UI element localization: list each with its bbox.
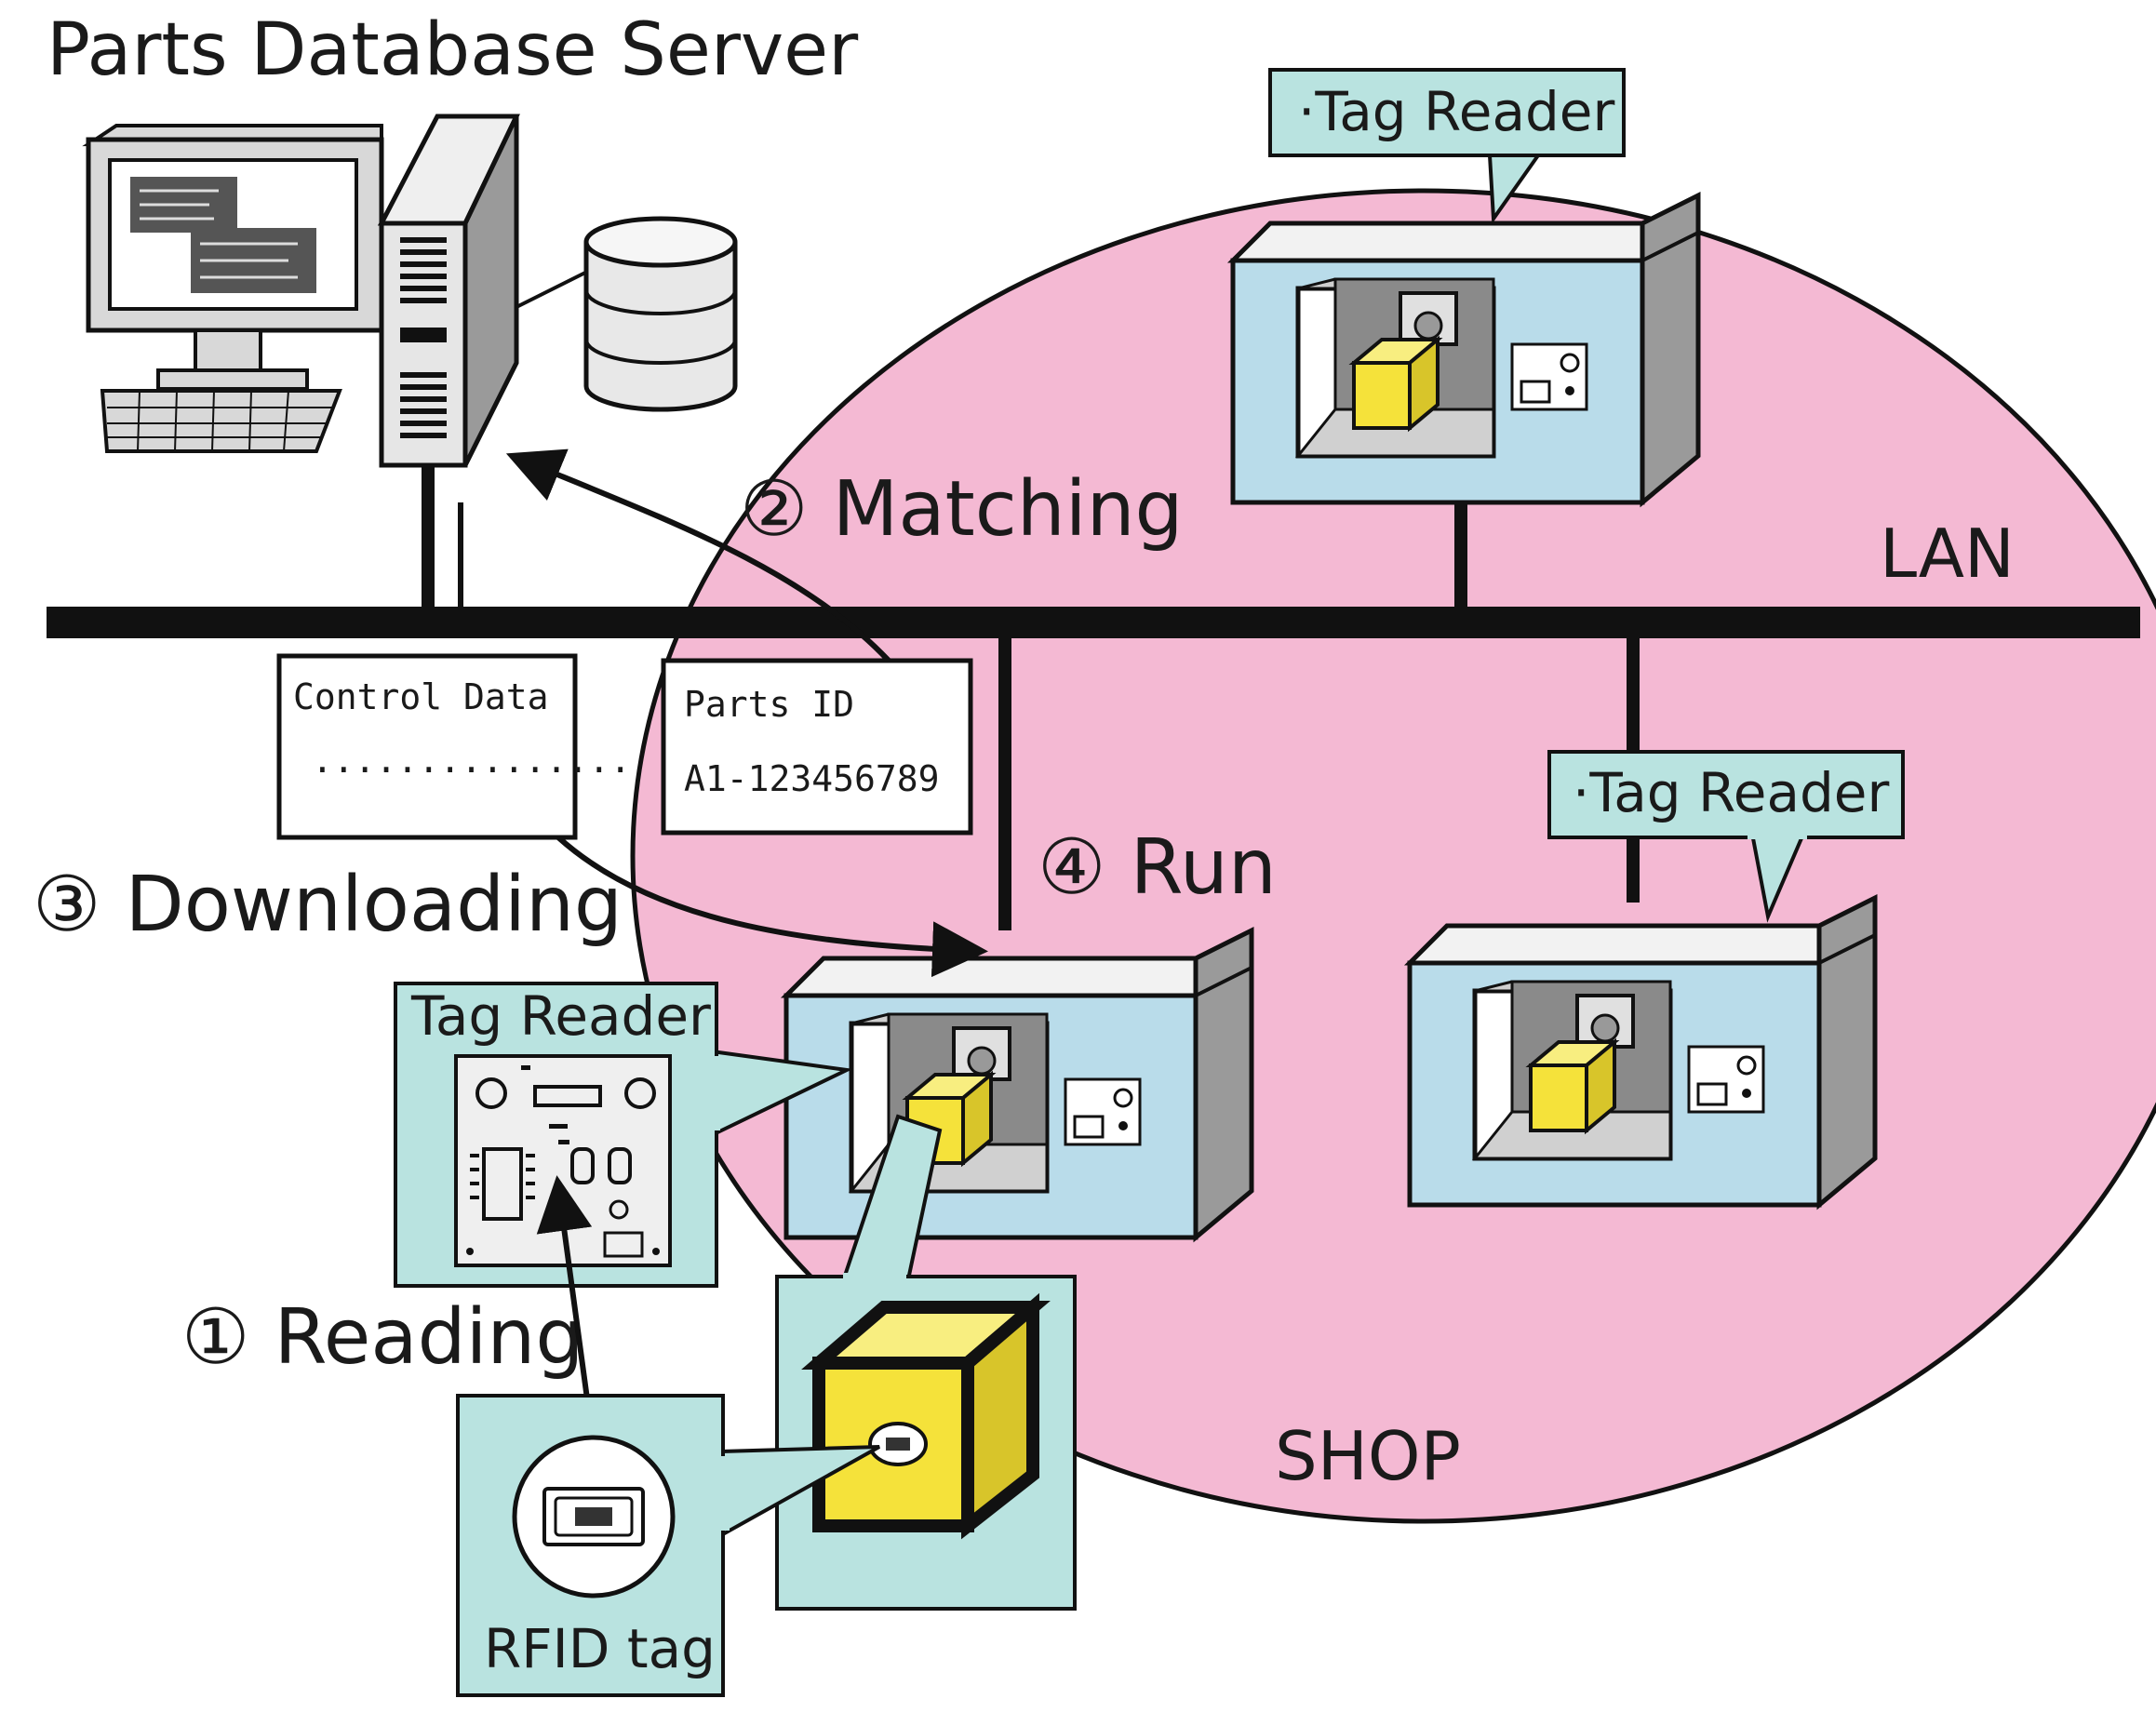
matching-arrow [505,448,891,663]
control-data-label: Control Data [293,676,549,717]
tag-reader-callout-top: ·Tag Reader [1268,68,1626,224]
parts-id-box: Parts ID A1-123456789 [661,658,973,836]
svg-text:Tag Reader: Tag Reader [410,984,711,1048]
lan-bus [47,607,2140,638]
part-cube-icon [801,1292,1051,1540]
step-reading-label: ① Reading [181,1293,583,1382]
tag-reader-board-callout: Tag Reader [394,982,853,1288]
svg-text:RFID tag: RFID tag [484,1617,716,1680]
rfid-tag-callout: RFID tag [456,1394,880,1697]
step-downloading-label: ③ Downloading [33,861,623,949]
lan-label: LAN [1880,515,2015,593]
downloading-arrow [556,835,988,978]
server-tower-icon [377,114,520,468]
workstation-icon [82,124,384,453]
page-title: Parts Database Server [47,8,859,92]
control-data-box: Control Data ............... [276,653,631,840]
svg-text:·Tag Reader: ·Tag Reader [1298,80,1614,143]
control-data-value: ............... [312,740,631,781]
machine-tool-top [1233,195,1698,502]
machine-tool-run [786,930,1252,1237]
parts-id-value: A1-123456789 [684,758,940,799]
shop-label: SHOP [1275,1417,1461,1495]
svg-text:·Tag Reader: ·Tag Reader [1573,761,1889,824]
step-run-label: ④ Run [1038,823,1277,912]
machine-tool-right [1410,898,1875,1205]
rfid-tag-icon [512,1435,676,1598]
step-matching-label: ② Matching [740,465,1184,554]
tag-reader-callout-right: ·Tag Reader [1547,750,1905,923]
database-icon [516,216,738,412]
parts-id-label: Parts ID [684,684,854,725]
